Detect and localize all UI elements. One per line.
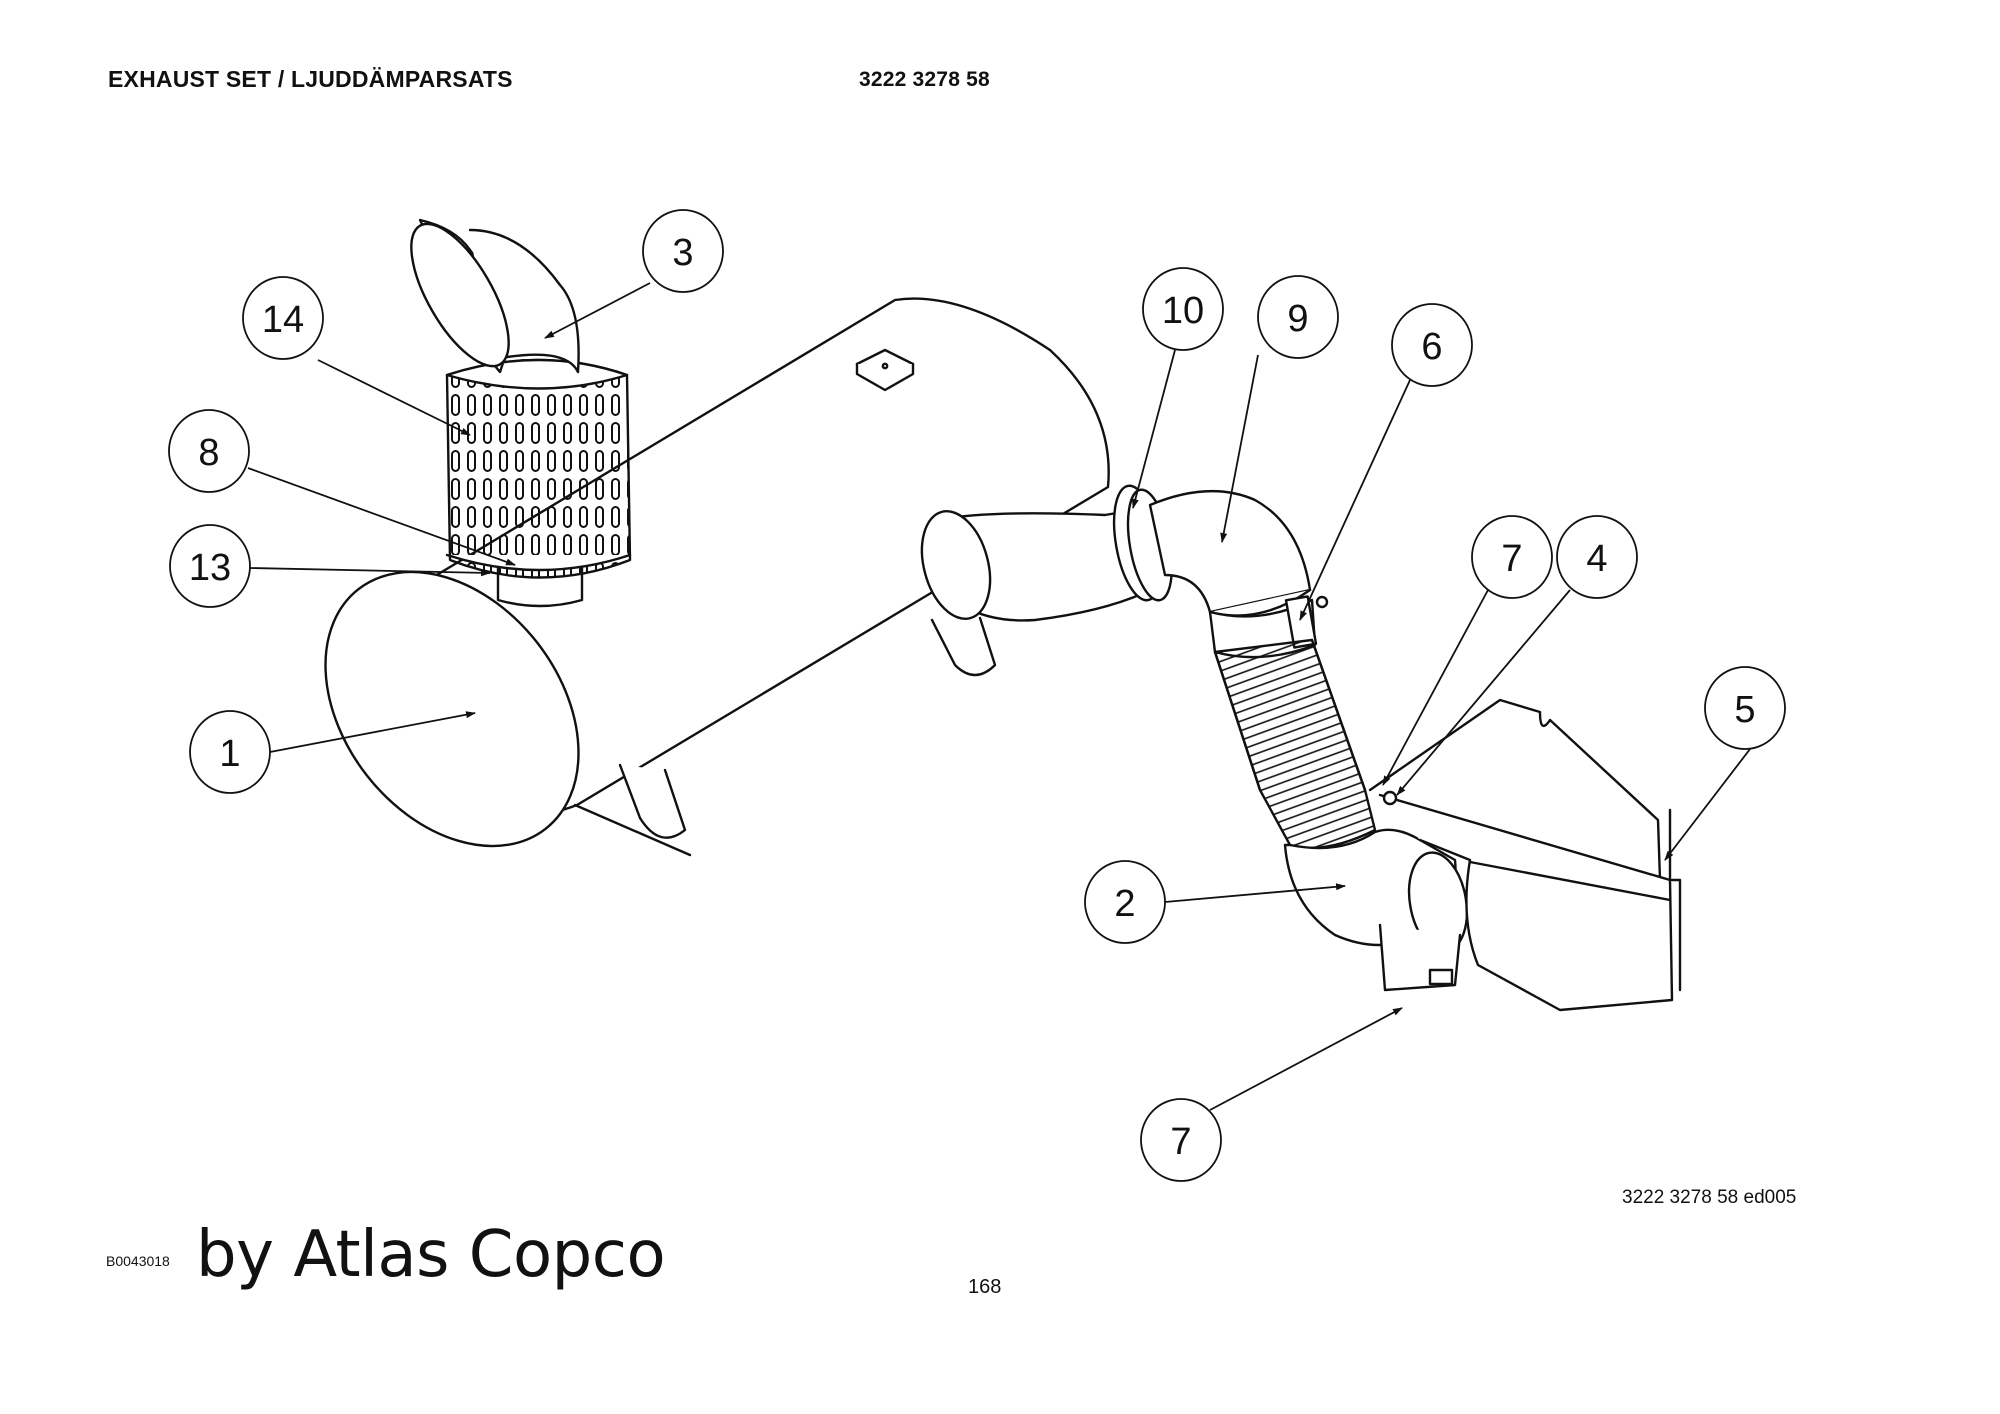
bolt xyxy=(1382,790,1398,806)
callout-label: 13 xyxy=(189,547,231,589)
callout-label: 9 xyxy=(1287,298,1308,340)
image-code: B0043018 xyxy=(106,1253,170,1269)
callout-label: 7 xyxy=(1501,538,1522,580)
callout-2 xyxy=(1084,860,1166,944)
callout-label: 1 xyxy=(219,733,240,775)
callout-label: 7 xyxy=(1170,1121,1191,1163)
callout-7a xyxy=(1471,515,1553,599)
elbow-pipe xyxy=(920,484,1312,622)
callout-label: 8 xyxy=(198,432,219,474)
flexible-hose xyxy=(1213,638,1377,850)
callout-8 xyxy=(168,409,250,493)
callout-3 xyxy=(642,209,724,293)
page-number: 168 xyxy=(968,1276,1002,1298)
callout-label: 14 xyxy=(262,299,304,341)
lower-pipe xyxy=(1283,828,1469,953)
callout-label: 5 xyxy=(1734,689,1755,731)
callout-label: 2 xyxy=(1114,883,1135,925)
muffler-body xyxy=(324,297,1110,857)
tail-pipe-guard xyxy=(410,218,632,608)
drawing-reference: 3222 3278 58 ed005 xyxy=(1622,1187,1797,1208)
callout-label: 6 xyxy=(1421,326,1442,368)
callout-7b xyxy=(1140,1098,1222,1182)
callout-1 xyxy=(189,710,271,794)
callout-label: 10 xyxy=(1162,290,1204,332)
callout-label: 4 xyxy=(1586,538,1607,580)
callout-14 xyxy=(242,276,324,360)
brand-logo-text: by Atlas Copco xyxy=(196,1218,666,1292)
callout-6 xyxy=(1391,303,1473,387)
callout-10 xyxy=(1142,267,1224,351)
callout-label: 3 xyxy=(672,232,693,274)
callout-4 xyxy=(1556,515,1638,599)
callout-9 xyxy=(1257,275,1339,359)
callout-13 xyxy=(169,524,251,608)
heat-shield xyxy=(1368,698,1682,1012)
part-number: 3222 3278 58 xyxy=(859,68,990,91)
page-title: EXHAUST SET / LJUDDÄMPARSATS xyxy=(108,66,513,92)
callout-5 xyxy=(1704,666,1786,750)
